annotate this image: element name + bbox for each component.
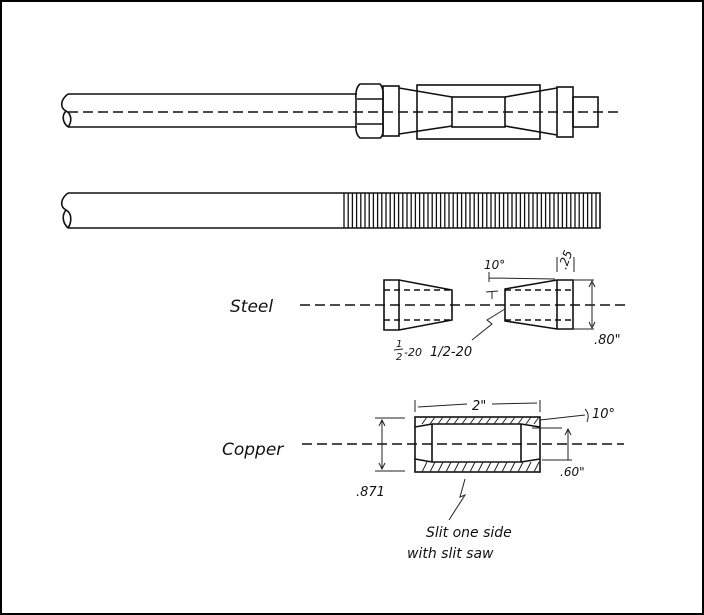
copper-label: Copper — [222, 440, 284, 460]
copper-angle-label: 10° — [592, 407, 615, 422]
hatch-line — [421, 416, 428, 425]
hatch-line — [461, 416, 468, 425]
hatch-line — [509, 416, 516, 425]
thread-fraction-num: 1 — [396, 339, 402, 350]
hatch-line — [517, 461, 524, 473]
knurl-lines — [343, 193, 597, 228]
rod-outline — [68, 192, 601, 229]
copper-id-label: .60" — [560, 465, 585, 479]
steel-cones-view: Steel .80" .25 10° 1/2-20 1 2 -20 — [230, 248, 630, 363]
hatch-line — [445, 461, 452, 473]
hatch-line — [525, 461, 532, 473]
hatch-line — [533, 416, 540, 425]
hatch-line — [445, 416, 452, 425]
hatch-line — [493, 461, 500, 473]
hatch-line — [501, 461, 508, 473]
copper-length-label: 2" — [472, 399, 486, 414]
hatch-line — [437, 461, 444, 473]
assembled-rod-view — [60, 83, 620, 140]
hatch-line — [485, 416, 492, 425]
thread-fraction-stacked: 1 2 -20 — [393, 339, 422, 363]
hatch-line — [469, 461, 476, 473]
hex-nut — [355, 83, 384, 139]
hatch-line — [501, 416, 508, 425]
rod-outline — [68, 93, 357, 128]
thread-leader — [471, 308, 506, 341]
thread-spec-label: 1/2-20 — [430, 345, 472, 360]
hatch-lines — [421, 416, 540, 473]
hatch-line — [477, 461, 484, 473]
knurled-rod-view — [60, 192, 601, 229]
break-line — [60, 93, 72, 128]
slit-note-line1: Slit one side — [426, 525, 512, 541]
hatch-line — [517, 416, 524, 425]
slit-note-line2: with slit saw — [407, 546, 494, 562]
hatch-line — [493, 416, 500, 425]
slit-leader — [448, 478, 467, 521]
steel-length-label: .25 — [556, 248, 576, 271]
hatch-line — [421, 461, 428, 473]
thread-fraction-den: 2 — [396, 352, 402, 363]
hatch-line — [509, 461, 516, 473]
hatch-line — [469, 416, 476, 425]
taper-left — [398, 87, 453, 135]
copper-od-label: .871 — [356, 485, 385, 500]
collar-left — [382, 85, 400, 137]
hatch-line — [429, 461, 436, 473]
hatch-line — [453, 416, 460, 425]
hatch-line — [533, 461, 540, 473]
thread-pitch-label: -20 — [404, 346, 422, 359]
steel-label: Steel — [230, 297, 273, 317]
sleeve-outline — [414, 416, 541, 473]
taper-right — [504, 87, 558, 136]
hatch-line — [461, 461, 468, 473]
hatch-line — [429, 416, 436, 425]
steel-angle-label: 10° — [484, 258, 505, 272]
hatch-line — [485, 461, 492, 473]
hatch-line — [525, 416, 532, 425]
hatch-line — [437, 416, 444, 425]
hatch-line — [477, 416, 484, 425]
steel-diameter-label: .80" — [594, 333, 621, 348]
copper-sleeve-view: Copper 2" .871 10° .60" Slit one side wi… — [222, 399, 624, 562]
hatch-line — [453, 461, 460, 473]
